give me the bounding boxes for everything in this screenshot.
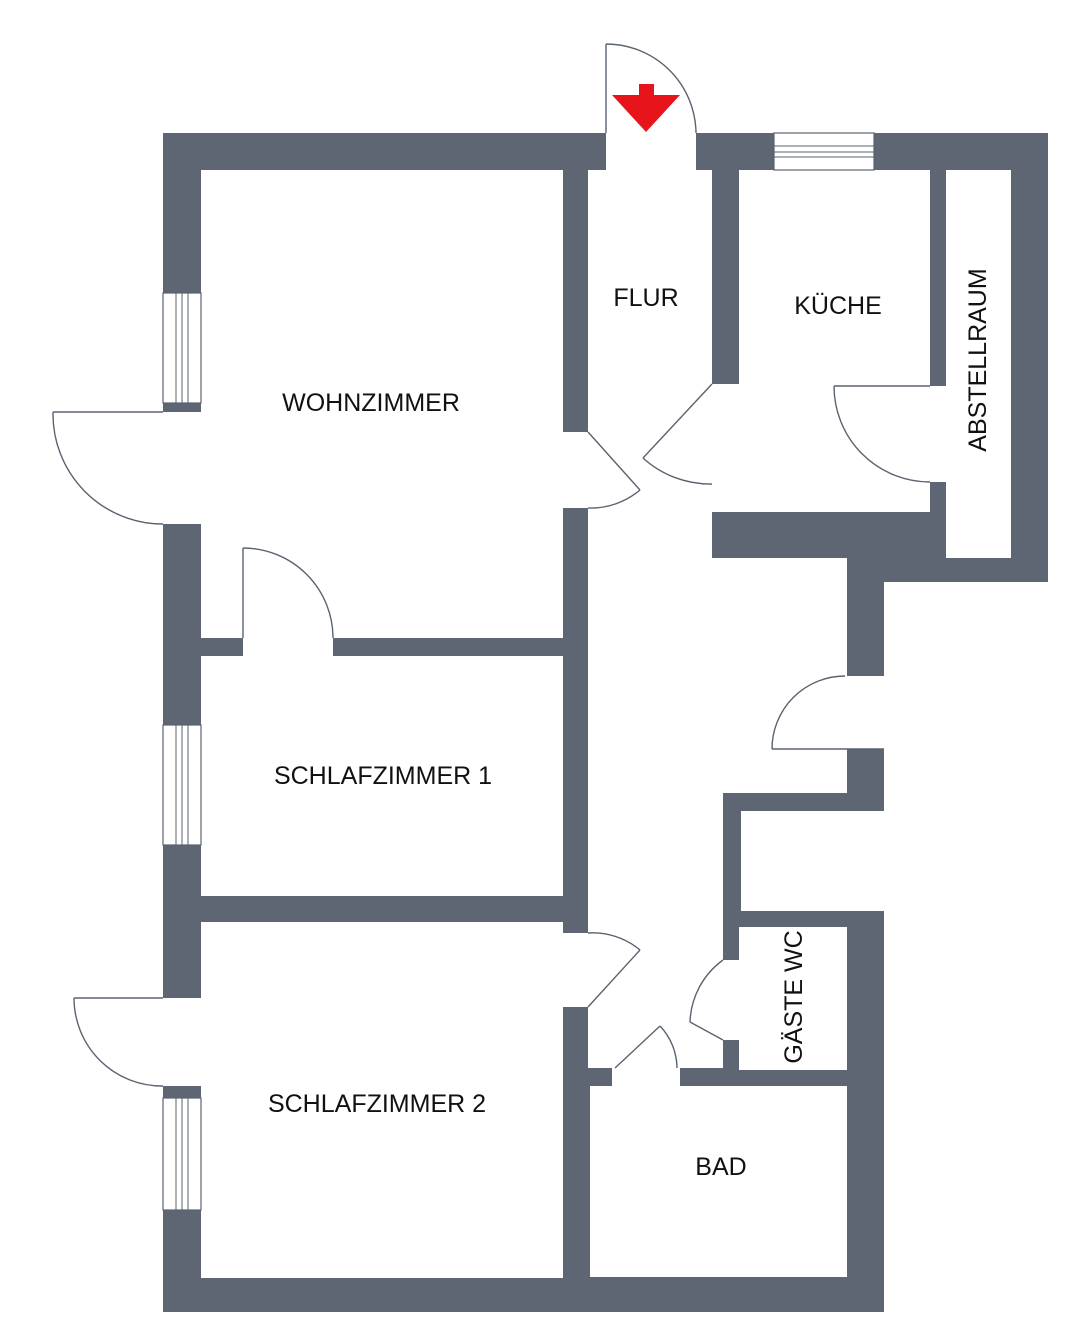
opening-flur-kueche bbox=[708, 384, 742, 484]
room-label-bad: BAD bbox=[695, 1153, 746, 1181]
opening-entrance bbox=[606, 128, 696, 172]
room-label-schlafzimmer-1: SCHLAFZIMMER 1 bbox=[274, 762, 492, 790]
door-schlafzimmer-1[interactable] bbox=[242, 547, 334, 639]
opening-schlafzimmer2-exterior bbox=[160, 998, 204, 1086]
room-label-flur: FLUR bbox=[613, 284, 678, 312]
opening-kueche-abstellraum bbox=[926, 386, 950, 482]
door-schlafzimmer-2[interactable] bbox=[587, 932, 641, 1008]
window-wohnzimmer bbox=[162, 292, 202, 404]
door-entrance[interactable] bbox=[605, 43, 697, 134]
door-schlafzimmer-2-exterior[interactable] bbox=[73, 997, 164, 1087]
floor-flur bbox=[588, 170, 847, 1086]
opening-flur-wc bbox=[719, 960, 743, 1040]
opening-wohnzimmer-exterior bbox=[160, 412, 204, 524]
room-labels: WOHNZIMMER FLUR KÜCHE ABSTELLRAUM SCHLAF… bbox=[268, 268, 992, 1181]
room-floors bbox=[201, 170, 1011, 1278]
door-right-storage[interactable] bbox=[771, 675, 884, 750]
floor-abstellraum bbox=[946, 170, 1011, 558]
door-abstellraum[interactable] bbox=[833, 385, 931, 483]
opening-wohnzimmer-schlafzimmer1 bbox=[243, 634, 333, 660]
floor-bad bbox=[590, 1086, 847, 1277]
room-label-gaeste-wc: GÄSTE WC bbox=[780, 930, 808, 1063]
door-bad[interactable] bbox=[614, 1025, 678, 1069]
doors bbox=[52, 43, 931, 1087]
opening-schlafzimmer2-flur bbox=[560, 933, 592, 1007]
door-openings bbox=[160, 128, 950, 1090]
window-schlafzimmer-2 bbox=[162, 1097, 202, 1211]
window-kueche bbox=[773, 132, 875, 171]
floor-schlafzimmer-2 bbox=[201, 922, 563, 1278]
room-label-schlafzimmer-2: SCHLAFZIMMER 2 bbox=[268, 1090, 486, 1118]
room-label-kueche: KÜCHE bbox=[794, 292, 882, 320]
opening-wohnzimmer-flur bbox=[560, 432, 592, 508]
floor-wohnzimmer bbox=[201, 170, 563, 638]
arrow-down-icon bbox=[612, 84, 680, 132]
opening-flur-bad bbox=[612, 1066, 680, 1090]
room-label-abstellraum: ABSTELLRAUM bbox=[964, 268, 992, 451]
window-schlafzimmer-1 bbox=[162, 724, 202, 846]
floor-schlafzimmer-1 bbox=[201, 656, 563, 896]
door-kueche[interactable] bbox=[642, 383, 713, 485]
windows bbox=[162, 132, 875, 1211]
door-gaeste-wc[interactable] bbox=[689, 959, 724, 1041]
floor-kueche bbox=[739, 170, 930, 512]
room-label-wohnzimmer: WOHNZIMMER bbox=[282, 389, 460, 417]
exterior-notch bbox=[741, 811, 884, 911]
floor-gaeste-wc bbox=[739, 927, 847, 1070]
opening-right-door bbox=[843, 676, 887, 749]
door-wohnzimmer[interactable] bbox=[587, 431, 641, 509]
door-wohnzimmer-exterior[interactable] bbox=[52, 411, 164, 525]
